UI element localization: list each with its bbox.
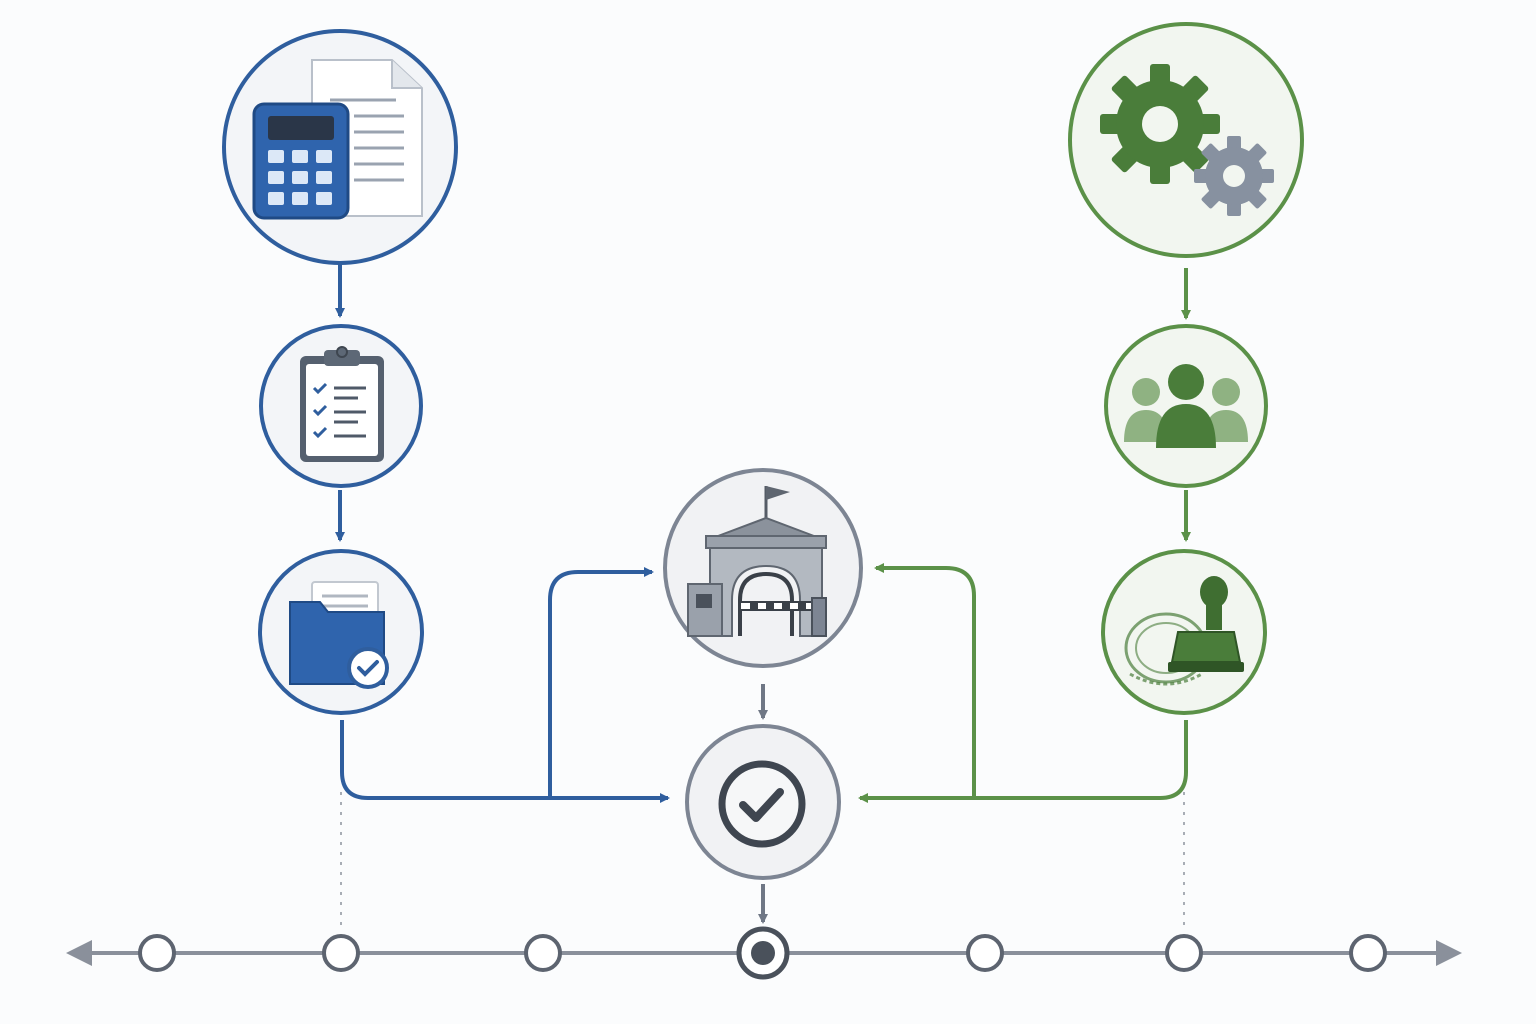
gateway-barrier-icon bbox=[687, 486, 827, 637]
node-calculator-document[interactable] bbox=[222, 29, 458, 265]
timeline-arrow-right bbox=[1436, 940, 1462, 966]
connectors bbox=[335, 264, 1191, 930]
timeline-milestone[interactable] bbox=[322, 934, 360, 972]
timeline-milestone[interactable] bbox=[1165, 934, 1203, 972]
calculator-document-icon bbox=[252, 59, 423, 220]
connector-right-to-approval bbox=[858, 720, 1188, 803]
node-folder-check[interactable] bbox=[258, 549, 424, 715]
connector-left-to-approval bbox=[340, 720, 670, 803]
node-gears[interactable] bbox=[1068, 22, 1304, 258]
left-track bbox=[222, 29, 458, 715]
connector-left-to-gate bbox=[548, 567, 654, 798]
folder-check-icon bbox=[289, 581, 389, 689]
rubber-stamp-icon bbox=[1124, 576, 1244, 686]
node-people-group[interactable] bbox=[1104, 324, 1268, 488]
node-rubber-stamp[interactable] bbox=[1101, 549, 1267, 715]
timeline-milestone[interactable] bbox=[966, 934, 1004, 972]
gears-icon bbox=[1100, 64, 1274, 216]
timeline-milestone[interactable] bbox=[138, 934, 176, 972]
node-clipboard-checklist[interactable] bbox=[259, 324, 423, 488]
timeline-arrow-left bbox=[66, 940, 92, 966]
connector-right-to-gate bbox=[874, 563, 976, 798]
center-track bbox=[663, 468, 863, 880]
node-approval[interactable] bbox=[685, 724, 841, 880]
timeline bbox=[66, 926, 1462, 980]
checkmark-circle-icon bbox=[718, 760, 806, 848]
timeline-milestone[interactable] bbox=[1349, 934, 1387, 972]
clipboard-checklist-icon bbox=[300, 346, 384, 462]
timeline-milestone-current[interactable] bbox=[736, 926, 790, 980]
node-gateway[interactable] bbox=[663, 468, 863, 668]
timeline-milestone[interactable] bbox=[524, 934, 562, 972]
right-track bbox=[1068, 22, 1304, 715]
people-group-icon bbox=[1124, 364, 1248, 448]
